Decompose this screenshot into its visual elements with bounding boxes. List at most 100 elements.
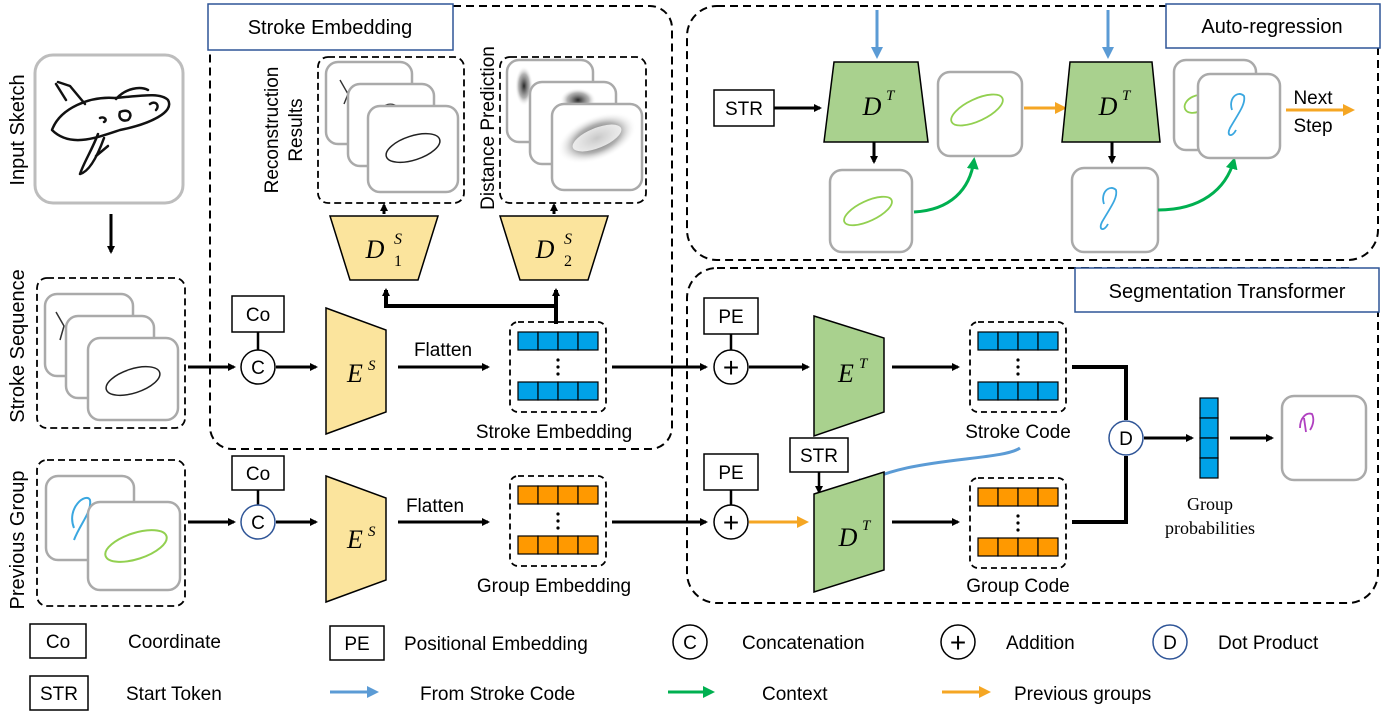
- legend-positional-embedding: PE Positional Embedding: [329, 625, 588, 661]
- vector-cell: [997, 331, 1019, 351]
- svg-text:C: C: [251, 358, 265, 379]
- ellipsis-dot: [1016, 358, 1020, 362]
- distance-prediction-label: Distance Prediction: [478, 46, 499, 210]
- reconstruction-group: [317, 56, 465, 204]
- svg-text:STR: STR: [40, 684, 78, 705]
- svg-text:S: S: [368, 524, 376, 540]
- svg-text:D: D: [1119, 429, 1133, 450]
- legend-start-token: STR Start Token: [29, 675, 222, 711]
- probability-cell: [1199, 417, 1219, 439]
- flatten-top-label: Flatten: [414, 340, 472, 361]
- decoder-dt1-block: D T: [823, 61, 929, 143]
- reconstruction-results-label: Reconstruction: [262, 67, 283, 194]
- vector-cell: [1037, 331, 1059, 351]
- ellipsis-dot: [1016, 521, 1020, 525]
- probability-cell: [1199, 457, 1219, 479]
- svg-text:Stroke Embedding: Stroke Embedding: [248, 17, 413, 39]
- probability-cell: [1199, 397, 1219, 419]
- svg-text:D: D: [535, 235, 555, 264]
- stroke-sequence-cards: [43, 292, 180, 422]
- add-node-bottom: +: [713, 504, 749, 540]
- vector-cell: [997, 537, 1019, 557]
- svg-text:Previous groups: Previous groups: [1014, 684, 1151, 705]
- ar-context-card-2: [1172, 58, 1282, 160]
- svg-text:Context: Context: [762, 684, 828, 705]
- group-embedding-vector: [517, 485, 599, 555]
- concat-node-bottom: C: [240, 504, 276, 540]
- flatten-bottom-label: Flatten: [406, 496, 464, 517]
- legend-context: Context: [668, 684, 828, 705]
- svg-text:S: S: [368, 358, 376, 374]
- decoder-dt-seg-block: D T: [813, 470, 885, 594]
- vector-cell: [517, 381, 539, 401]
- svg-text:+: +: [723, 352, 739, 383]
- vector-cell: [977, 537, 999, 557]
- input-sketch-label: Input Sketch: [7, 74, 29, 185]
- vector-cell: [977, 331, 999, 351]
- svg-text:D: D: [1163, 633, 1177, 654]
- stroke-embedding-group: [509, 321, 607, 413]
- group-probabilities-caption-2: probabilities: [1165, 518, 1255, 538]
- vector-cell: [1017, 487, 1039, 507]
- vector-cell: [557, 485, 579, 505]
- vector-cell: [977, 381, 999, 401]
- vector-cell: [517, 485, 539, 505]
- vector-cell: [577, 485, 599, 505]
- segmentation-transformer-panel: [686, 267, 1379, 604]
- legend-dot-product: D Dot Product: [1152, 624, 1319, 660]
- svg-text:S: S: [394, 231, 402, 248]
- svg-text:Co: Co: [246, 305, 270, 326]
- vector-cell: [1017, 537, 1039, 557]
- svg-text:D: D: [1098, 92, 1118, 121]
- stroke-code-vector: [977, 331, 1059, 401]
- stroke-code-to-dot-connector: [1072, 365, 1128, 420]
- svg-text:E: E: [346, 525, 363, 554]
- svg-text:From Stroke Code: From Stroke Code: [420, 684, 575, 705]
- str-token-seg: STR: [789, 437, 849, 473]
- vector-cell: [1037, 381, 1059, 401]
- svg-text:Positional Embedding: Positional Embedding: [404, 634, 588, 655]
- vector-cell: [577, 381, 599, 401]
- airplane-sketch-icon: [50, 80, 171, 176]
- svg-text:2: 2: [564, 253, 572, 270]
- vector-cell: [537, 331, 559, 351]
- svg-text:D: D: [365, 235, 385, 264]
- svg-text:E: E: [346, 359, 363, 388]
- group-code-to-dot-connector: [1072, 456, 1128, 524]
- svg-text:Start Token: Start Token: [126, 684, 222, 705]
- auto-regression-title: Auto-regression: [1165, 3, 1381, 49]
- vector-cell: [557, 381, 579, 401]
- vector-cell: [577, 535, 599, 555]
- svg-text:Dot Product: Dot Product: [1218, 633, 1319, 654]
- legend: Co Coordinate PE Positional Embedding C …: [29, 623, 1319, 711]
- vector-cell: [1017, 381, 1039, 401]
- encoder-es-top-block: E S: [325, 306, 387, 436]
- stroke-embedding-title: Stroke Embedding: [207, 3, 454, 51]
- vector-cell: [997, 381, 1019, 401]
- pe-token-bottom: PE: [703, 453, 759, 491]
- decoder-dt2-block: D T: [1061, 61, 1161, 143]
- co-token-bottom: Co: [231, 455, 285, 491]
- vector-cell: [557, 535, 579, 555]
- svg-text:STR: STR: [725, 99, 763, 120]
- stroke-embedding-vector: [517, 331, 599, 401]
- ellipsis-dot: [556, 519, 560, 523]
- encoder-et-block: E T: [813, 314, 885, 438]
- ar-context-card-1: [936, 70, 1024, 158]
- encoder-es-bottom-block: E S: [325, 474, 387, 604]
- stroke-sequence-label: Stroke Sequence: [7, 269, 29, 422]
- ar-output-card-2: [1070, 166, 1160, 254]
- svg-text:E: E: [837, 359, 854, 388]
- next-step-label: Next: [1293, 88, 1333, 109]
- stroke-sequence-group: [36, 277, 186, 429]
- svg-text:PE: PE: [718, 463, 743, 484]
- svg-text:Co: Co: [46, 632, 70, 653]
- svg-text:STR: STR: [800, 446, 838, 467]
- reconstruction-cards: [324, 60, 460, 194]
- previous-group-cards: [44, 474, 182, 592]
- ellipsis-dot: [1016, 514, 1020, 518]
- vector-cell: [997, 487, 1019, 507]
- context-green-arrow-1: [913, 157, 979, 214]
- str-token-ar: STR: [713, 89, 775, 127]
- ellipsis-dot: [1016, 365, 1020, 369]
